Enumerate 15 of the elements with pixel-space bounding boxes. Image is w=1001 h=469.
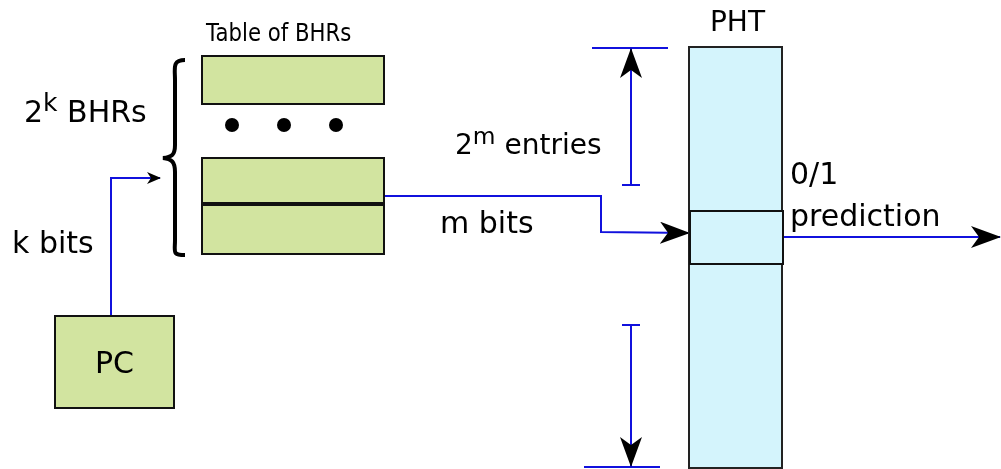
table-row (201, 55, 385, 105)
table-row (201, 204, 385, 255)
arrow (384, 195, 690, 244)
table-row (201, 157, 385, 204)
register-box: PC (54, 315, 175, 409)
column-heading: PHT (708, 8, 767, 36)
table-entry (689, 210, 784, 265)
arrow (110, 172, 161, 316)
arrow (783, 226, 1001, 248)
edge-label: 0/1 prediction (790, 155, 942, 235)
edge-label: m bits (440, 208, 534, 238)
count-label: 2$^{m}$ entries (455, 125, 602, 160)
edge-label: k bits (12, 228, 94, 258)
count-label: 2$^{k}$ BHRs (24, 90, 147, 127)
table-title: Table of BHRs (206, 20, 352, 45)
